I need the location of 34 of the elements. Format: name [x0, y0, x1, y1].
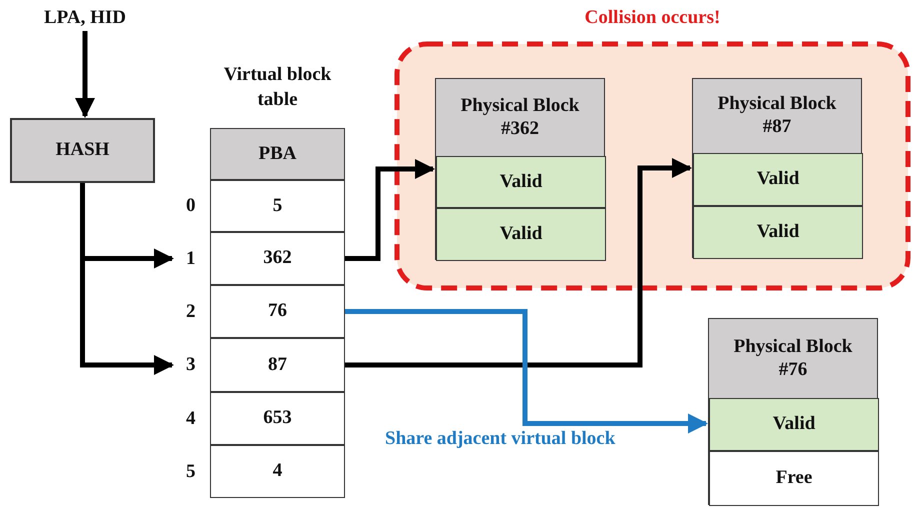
free-page: Free: [709, 451, 879, 506]
table-header: PBA: [210, 128, 345, 180]
arrow: [75, 31, 95, 118]
physical-block: [692, 78, 862, 258]
row-index: 0: [186, 194, 196, 218]
arrow: [345, 159, 435, 261]
table-title: Virtual block table: [222, 63, 332, 112]
valid-page: Valid: [436, 208, 606, 261]
physical-block: [435, 78, 605, 260]
row-index: 1: [186, 246, 196, 270]
table-cell: 87: [210, 338, 345, 392]
table-cell: 362: [210, 232, 345, 285]
row-index: 3: [186, 353, 196, 377]
table-cell: 76: [210, 285, 345, 338]
block-title: Physical Block #362: [460, 94, 580, 140]
edge-label: Share adjacent virtual block: [385, 428, 616, 450]
process-box: HASH: [10, 118, 155, 183]
valid-page: Valid: [436, 156, 606, 208]
row-index: 2: [186, 300, 196, 324]
valid-page: Valid: [693, 206, 863, 259]
row-index: 5: [186, 460, 196, 484]
collision-title: Collision occurs!: [584, 7, 722, 30]
arrow: [345, 158, 692, 368]
table-cell: 4: [210, 445, 345, 498]
valid-page: Valid: [693, 153, 863, 206]
arrow: [345, 309, 708, 434]
block-title: Physical Block #76: [732, 334, 854, 382]
row-index: 4: [186, 406, 196, 430]
input-label: LPA, HID: [25, 5, 145, 31]
table-cell: 653: [210, 392, 345, 445]
valid-page: Valid: [709, 398, 879, 451]
block-title: Physical Block #87: [716, 92, 838, 139]
physical-block: [708, 318, 878, 505]
table-cell: 5: [210, 180, 345, 232]
